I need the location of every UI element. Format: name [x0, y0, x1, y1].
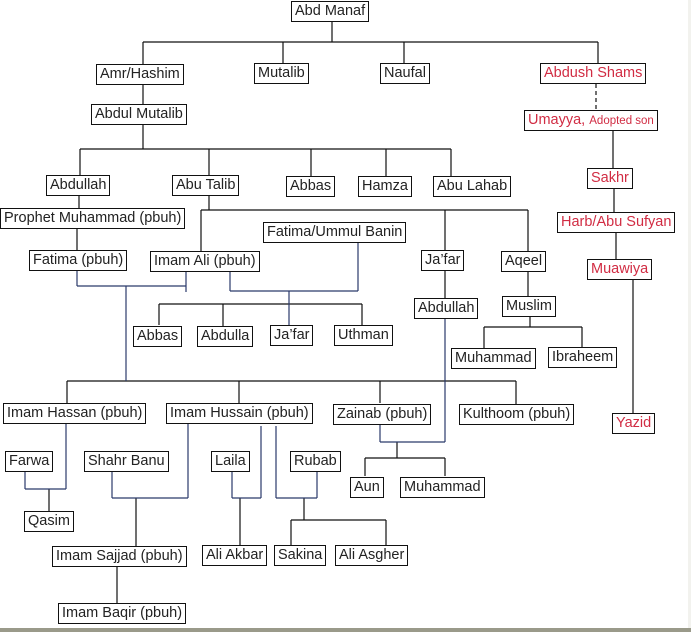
node-aun: Aun: [350, 477, 384, 498]
node-abu-lahab: Abu Lahab: [433, 176, 512, 197]
node-abdul-mutalib: Abdul Mutalib: [91, 104, 187, 125]
node-abdush-shams: Abdush Shams: [540, 63, 647, 84]
umayya-adopted-note: Adopted son: [589, 115, 654, 127]
node-mutalib: Mutalib: [254, 63, 309, 84]
node-fatima: Fatima (pbuh): [29, 250, 128, 271]
node-hamza: Hamza: [358, 176, 412, 197]
node-abdullah: Abdullah: [46, 175, 111, 196]
bottom-border: [0, 628, 691, 632]
node-amr-hashim: Amr/Hashim: [96, 64, 184, 85]
node-imam-hussain: Imam Hussain (pbuh): [166, 403, 313, 424]
node-imam-sajjad: Imam Sajjad (pbuh): [52, 546, 187, 567]
node-rubab: Rubab: [290, 451, 341, 472]
node-laila: Laila: [211, 451, 250, 472]
node-farwa: Farwa: [5, 451, 54, 472]
node-abdulla-son-of-ali: Abdulla: [197, 326, 254, 347]
node-muslim: Muslim: [502, 296, 556, 317]
node-uthman-son-of-ali: Uthman: [334, 325, 393, 346]
node-ibraheem: Ibraheem: [548, 347, 618, 368]
node-abd-manaf: Abd Manaf: [291, 1, 370, 22]
node-abu-talib: Abu Talib: [172, 175, 240, 196]
node-abbas-son-of-ali: Abbas: [133, 326, 183, 347]
node-zainab: Zainab (pbuh): [333, 404, 432, 425]
node-muhammad-son-of-muslim: Muhammad: [451, 348, 536, 369]
node-imam-hassan: Imam Hassan (pbuh): [3, 403, 147, 424]
node-imam-baqir: Imam Baqir (pbuh): [58, 603, 187, 624]
node-ali-akbar: Ali Akbar: [202, 545, 268, 566]
node-kulthoom: Kulthoom (pbuh): [459, 404, 575, 425]
node-abbas: Abbas: [286, 176, 336, 197]
node-jafar: Ja’far: [421, 250, 465, 271]
node-prophet-muhammad: Prophet Muhammad (pbuh): [0, 208, 186, 229]
node-sakhr: Sakhr: [587, 168, 633, 189]
node-naufal: Naufal: [380, 63, 430, 84]
node-harb-abu-sufyan: Harb/Abu Sufyan: [557, 212, 676, 233]
node-yazid: Yazid: [612, 413, 656, 434]
node-muhammad-son-of-zainab: Muhammad: [400, 477, 485, 498]
node-muawiya: Muawiya: [587, 259, 653, 280]
node-abdullah-son-of-jafar: Abdullah: [414, 298, 479, 319]
umayya-name: Umayya,: [528, 112, 586, 128]
node-fatima-ummul-banin: Fatima/Ummul Banin: [263, 222, 407, 243]
node-sakina: Sakina: [274, 545, 327, 566]
node-qasim: Qasim: [24, 511, 74, 532]
node-ali-asgher: Ali Asgher: [335, 545, 409, 566]
node-jafar-son-of-ali: Ja’far: [270, 325, 314, 346]
node-umayya: Umayya, Adopted son: [524, 110, 658, 131]
node-imam-ali: Imam Ali (pbuh): [150, 251, 260, 272]
node-shahr-banu: Shahr Banu: [84, 451, 169, 472]
node-aqeel: Aqeel: [501, 251, 547, 272]
right-edge: [688, 0, 691, 628]
